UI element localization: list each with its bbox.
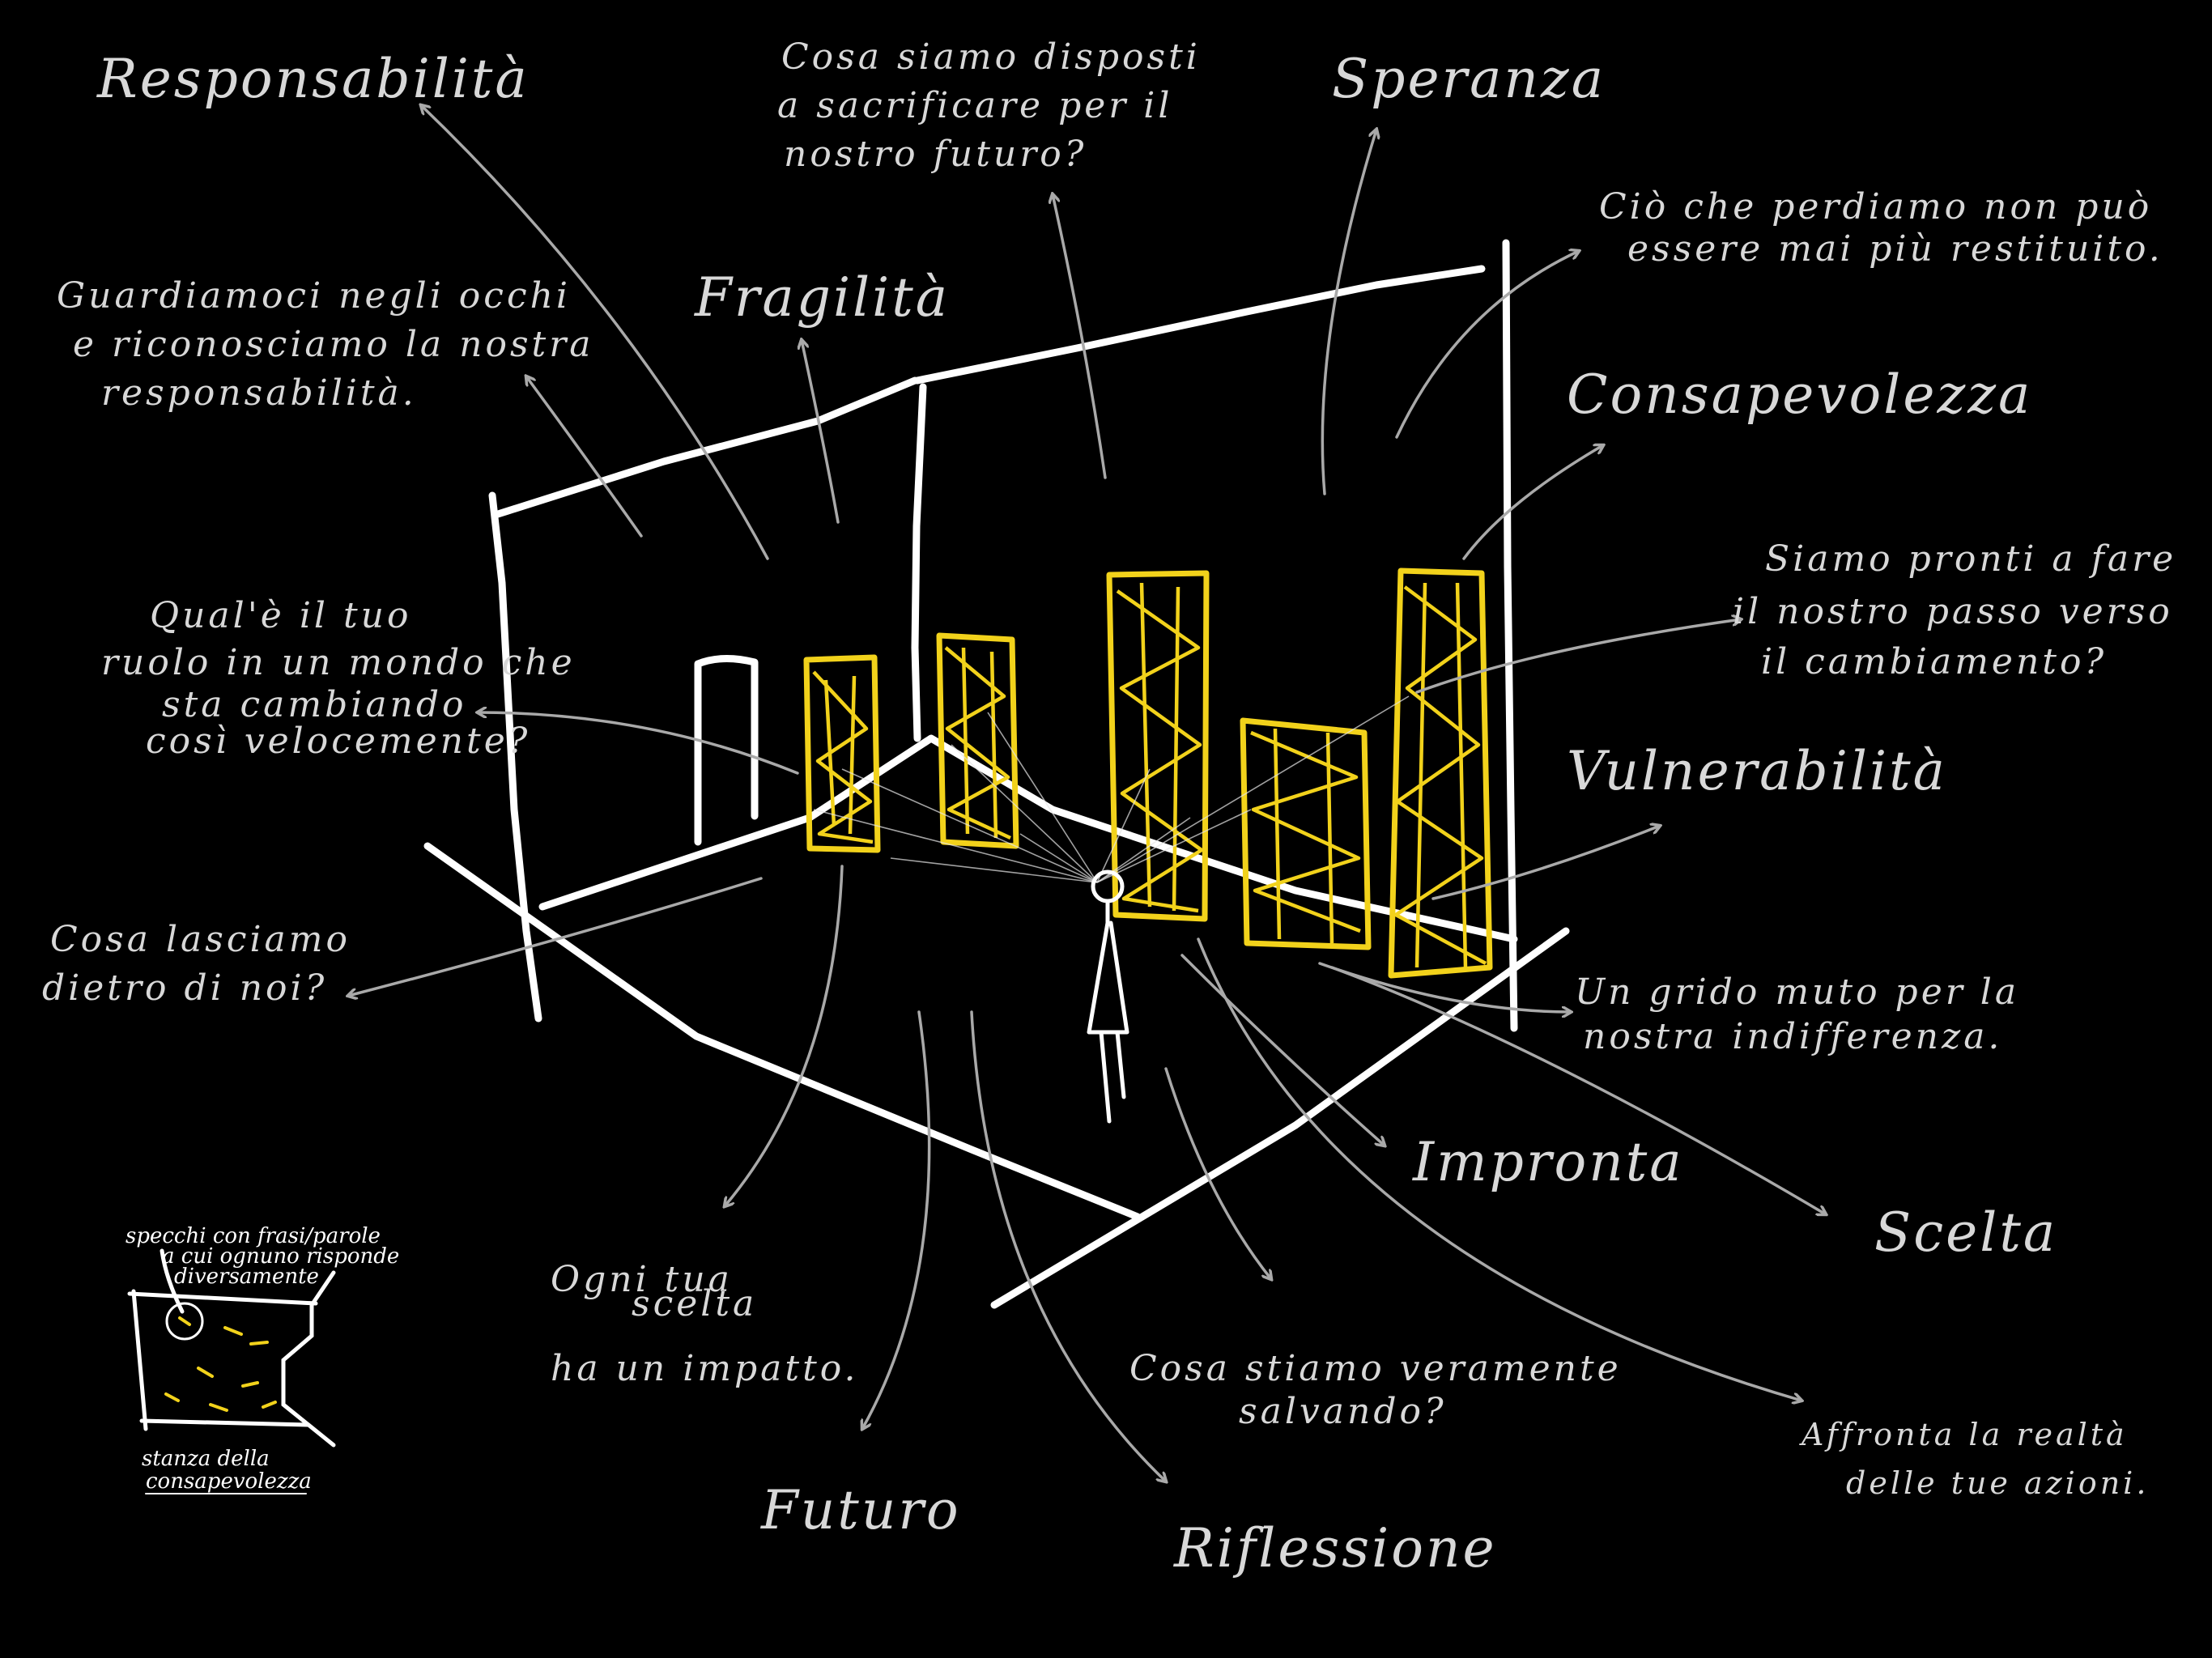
note-ruolo: Qual'è il tuo ruolo in un mondo che sta … (101, 595, 576, 762)
svg-text:Guardiamoci negli occhi: Guardiamoci negli occhi (57, 275, 571, 317)
arrow-riflessione (970, 1010, 1166, 1482)
keywords: Responsabilità Fragilità Speranza Consap… (96, 48, 2057, 1579)
inset-room-plan: specchi con frasi/parole a cui ognuno ri… (125, 1224, 399, 1494)
svg-text:Qual'è il tuo: Qual'è il tuo (150, 595, 411, 636)
svg-text:dietro di noi?: dietro di noi? (42, 967, 327, 1009)
note-affronta: Affronta la realtà delle tue azioni. (1799, 1417, 2149, 1501)
door (694, 654, 759, 846)
arrow-responsabilita (421, 105, 769, 560)
person-figure (1087, 869, 1129, 1124)
svg-text:e riconosciamo la nostra: e riconosciamo la nostra (73, 324, 593, 365)
svg-text:Un grido muto per la: Un grido muto per la (1575, 971, 2019, 1013)
svg-text:nostra indifferenza.: nostra indifferenza. (1583, 1016, 2002, 1057)
keyword-riflessione: Riflessione (1173, 1517, 1497, 1579)
svg-text:Cosa siamo disposti: Cosa siamo disposti (781, 36, 1201, 78)
svg-text:il cambiamento?: il cambiamento? (1761, 641, 2107, 682)
svg-text:Ciò che perdiamo non può: Ciò che perdiamo non può (1599, 186, 2152, 227)
arrow-futuro (862, 1010, 931, 1429)
mirror-pillar-4 (1240, 717, 1372, 950)
inset-caption-bottom-1: stanza della (142, 1447, 270, 1471)
svg-text:delle tue azioni.: delle tue azioni. (1846, 1465, 2149, 1501)
svg-text:ha un impatto.: ha un impatto. (551, 1348, 858, 1389)
arrow-lasciamo (348, 877, 763, 996)
note-pronti: Siamo pronti a fare il nostro passo vers… (1733, 538, 2176, 682)
mirror-pillar-2 (936, 632, 1019, 849)
svg-text:responsabilità.: responsabilità. (101, 372, 417, 414)
keyword-vulnerabilita: Vulnerabilità (1567, 740, 1947, 802)
inset-caption-bottom-2: consapevolezza (146, 1469, 312, 1494)
arrow-affronta (1197, 937, 1802, 1401)
svg-text:ruolo in un mondo che: ruolo in un mondo che (101, 642, 576, 683)
svg-text:scelta: scelta (632, 1283, 757, 1324)
mirror-pillar-1 (803, 654, 881, 853)
right-wall-edge (1502, 239, 1518, 1032)
mirror-pillar-5 (1388, 568, 1493, 979)
reflection-rays (813, 695, 1410, 883)
note-perdiamo: Ciò che perdiamo non può essere mai più … (1599, 186, 2163, 270)
keyword-impronta: Impronta (1412, 1131, 1684, 1193)
mirror-pillar-3 (1106, 570, 1210, 922)
room-structure (423, 239, 1570, 1309)
svg-text:essere mai più restituito.: essere mai più restituito. (1627, 228, 2163, 270)
keyword-consapevolezza: Consapevolezza (1567, 363, 2032, 426)
back-wall-top (913, 265, 1486, 385)
note-grido: Un grido muto per la nostra indifferenza… (1575, 971, 2019, 1057)
svg-text:salvando?: salvando? (1239, 1391, 1447, 1432)
arrow-pronti (1415, 619, 1741, 694)
svg-text:Ogni tua: Ogni tua (551, 1259, 733, 1300)
keyword-scelta: Scelta (1874, 1201, 2057, 1264)
annotation-arrows (348, 105, 1826, 1482)
svg-text:a sacrificare per il: a sacrificare per il (777, 85, 1172, 126)
svg-text:Affronta la realtà: Affronta la realtà (1799, 1417, 2128, 1452)
inset-caption-top-3: diversamente (174, 1265, 319, 1289)
keyword-responsabilita: Responsabilità (96, 48, 530, 110)
arrow-ruolo (478, 712, 799, 775)
svg-text:Siamo pronti a fare: Siamo pronti a fare (1765, 538, 2176, 580)
inset-caption-top-1: specchi con frasi/parole (125, 1224, 381, 1248)
left-floor-line (423, 842, 1142, 1221)
arrow-scelta (1330, 966, 1826, 1214)
right-floor-line (990, 927, 1570, 1309)
svg-text:Cosa stiamo veramente: Cosa stiamo veramente (1129, 1348, 1622, 1389)
notes: Cosa siamo disposti a sacrificare per il… (42, 36, 2176, 1501)
arrow-salvando (1164, 1067, 1271, 1279)
note-guardiamoci: Guardiamoci negli occhi e riconosciamo l… (57, 275, 593, 414)
arrow-impronta (1180, 954, 1385, 1146)
arrow-guardiamoci (526, 376, 643, 538)
svg-text:nostro futuro?: nostro futuro? (784, 134, 1087, 175)
keyword-fragilita: Fragilità (694, 266, 950, 329)
svg-text:il nostro passo verso: il nostro passo verso (1733, 591, 2173, 632)
arrow-speranza (1321, 130, 1376, 495)
arrow-fragilita (802, 340, 840, 524)
left-wall-edge (488, 491, 542, 1022)
svg-text:sta cambiando: sta cambiando (162, 684, 467, 725)
arrow-sacrificare (1053, 194, 1107, 479)
note-ogni-scelta: Ogni tua scelta ha un impatto. (551, 1259, 858, 1389)
inset-caption-top-2: a cui ognuno risponde (162, 1244, 399, 1269)
arrow-ogni-scelta (725, 865, 844, 1206)
arrow-perdiamo (1395, 251, 1579, 439)
keyword-futuro: Futuro (760, 1479, 961, 1541)
note-salvando: Cosa stiamo veramente salvando? (1129, 1348, 1622, 1432)
arrow-consapevolezza (1462, 445, 1603, 560)
arrow-vulnerabilita (1431, 826, 1660, 900)
note-lasciamo: Cosa lasciamo dietro di noi? (42, 919, 351, 1009)
left-wall-top (494, 376, 919, 518)
svg-text:Cosa lasciamo: Cosa lasciamo (50, 919, 351, 960)
note-sacrificare: Cosa siamo disposti a sacrificare per il… (777, 36, 1201, 175)
corner-post (911, 383, 927, 742)
keyword-speranza: Speranza (1332, 48, 1606, 110)
svg-text:così velocemente?: così velocemente? (146, 721, 530, 762)
